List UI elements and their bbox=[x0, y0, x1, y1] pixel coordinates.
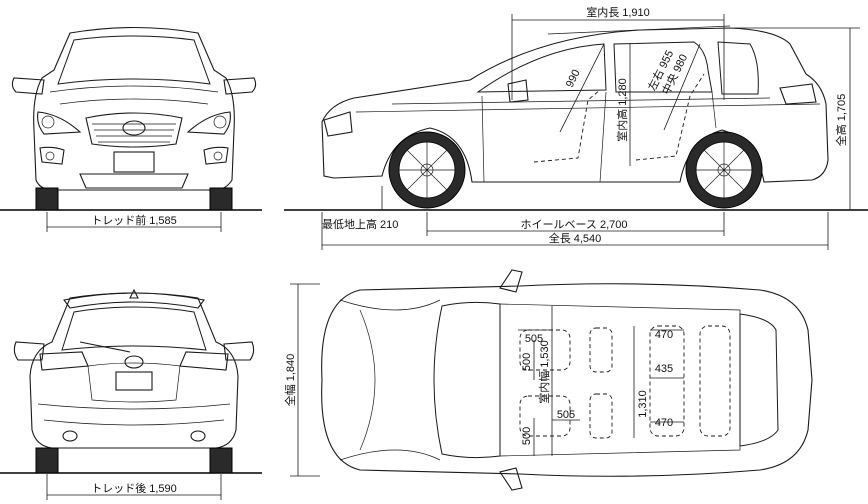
ground-clearance-label: 最低地上高 210 bbox=[322, 217, 398, 231]
d500-bottom-label: 500 bbox=[521, 427, 533, 445]
overall-height-label: 全高 1,705 bbox=[834, 94, 848, 147]
d505-bottom-label: 505 bbox=[557, 409, 575, 421]
overall-length-label: 全長 4,540 bbox=[549, 231, 602, 245]
tread-rear-label: トレッド後 1,590 bbox=[91, 481, 177, 495]
d1310-label: 1,310 bbox=[637, 390, 649, 418]
overall-width-label: 全幅 1,840 bbox=[283, 354, 297, 407]
d500-top-label: 500 bbox=[521, 353, 533, 371]
top-view: 全幅 1,840 室内幅 1,530 505 500 505 500 470 4… bbox=[283, 269, 813, 491]
tread-front-label: トレッド前 1,585 bbox=[91, 213, 177, 227]
interior-length-label: 室内長 1,910 bbox=[586, 5, 650, 19]
wheelbase-label: ホイールベース 2,700 bbox=[520, 218, 627, 231]
d470-top-label: 470 bbox=[655, 329, 673, 341]
interior-width-label: 室内幅 1,530 bbox=[537, 340, 551, 404]
d505-top-label: 505 bbox=[525, 333, 543, 345]
d435-label: 435 bbox=[655, 363, 673, 375]
interior-height-label: 室内高 1,280 bbox=[615, 78, 629, 142]
side-view: 室内長 1,910 全高 1,705 室内高 1,280 990 左右 955 … bbox=[321, 5, 860, 250]
d470-bottom-label: 470 bbox=[655, 417, 673, 429]
rear-view: トレッド後 1,590 bbox=[13, 288, 255, 500]
front-view: トレッド前 1,585 bbox=[11, 26, 257, 232]
